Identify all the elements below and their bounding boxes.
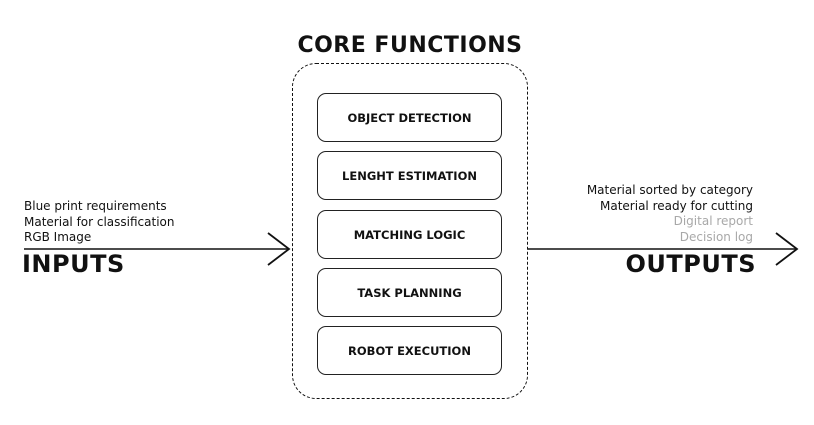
outputs-list: Material sorted by category Material rea… [587, 183, 753, 245]
inputs-title: INPUTS [22, 250, 125, 278]
outputs-title: OUTPUTS [625, 250, 756, 278]
output-item-sorted: Material sorted by category [586, 183, 753, 197]
input-arrowhead [267, 232, 291, 266]
function-box-task-planning: TASK PLANNING [317, 268, 502, 317]
function-box-length-estimation: LENGHT ESTIMATION [317, 151, 502, 200]
core-functions-container [292, 63, 528, 399]
input-item-material: Material for classification [24, 214, 175, 229]
function-box-object-detection: OBJECT DETECTION [317, 93, 502, 142]
output-item-decision-log: Decision log [679, 229, 753, 244]
inputs-list: Blue print requirements Material for cla… [24, 199, 175, 246]
function-box-matching-logic: MATCHING LOGIC [317, 210, 502, 259]
output-item-ready-for-cutting: Material ready for cutting [600, 198, 753, 213]
core-functions-title: CORE FUNCTIONS [297, 33, 523, 58]
output-item-digital-report: Digital report [673, 214, 753, 228]
input-item-blueprint: Blue print requirements [24, 199, 167, 213]
function-box-robot-execution: ROBOT EXECUTION [317, 326, 502, 375]
input-item-rgb-image: RGB Image [24, 230, 92, 244]
output-arrowhead [775, 232, 799, 266]
